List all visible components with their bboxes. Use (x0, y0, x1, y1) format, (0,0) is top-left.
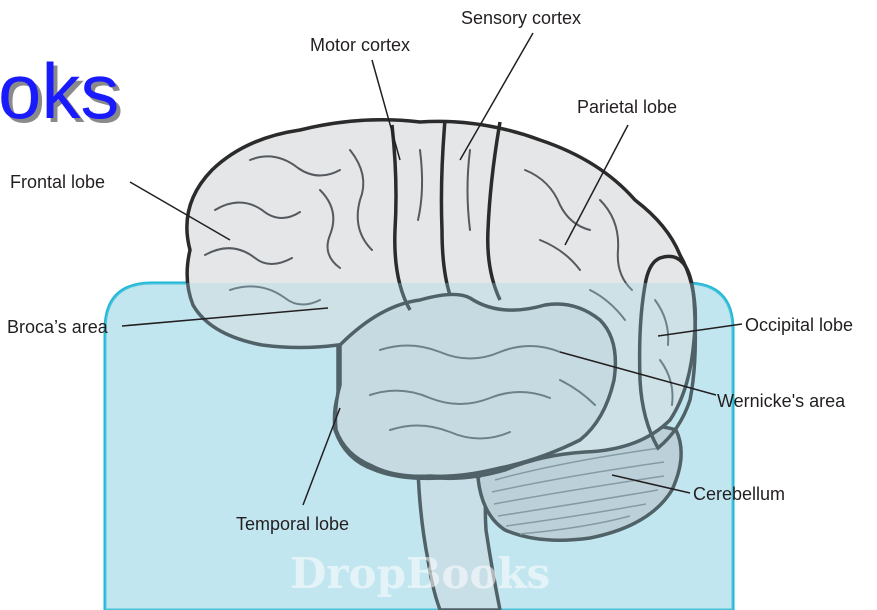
label-sensory-cortex: Sensory cortex (461, 8, 581, 28)
label-wernickes-area: Wernicke's area (717, 391, 846, 411)
watermark-title-text: oks (0, 47, 119, 135)
label-cerebellum: Cerebellum (693, 484, 785, 504)
label-motor-cortex: Motor cortex (310, 35, 410, 55)
watermark-brand: DropBooks (290, 549, 550, 598)
label-parietal-lobe: Parietal lobe (577, 97, 677, 117)
label-temporal-lobe: Temporal lobe (236, 514, 349, 534)
label-brocas-area: Broca’s area (7, 317, 109, 337)
label-frontal-lobe: Frontal lobe (10, 172, 105, 192)
watermark-title: oks oks (0, 47, 123, 139)
label-occipital-lobe: Occipital lobe (745, 315, 853, 335)
